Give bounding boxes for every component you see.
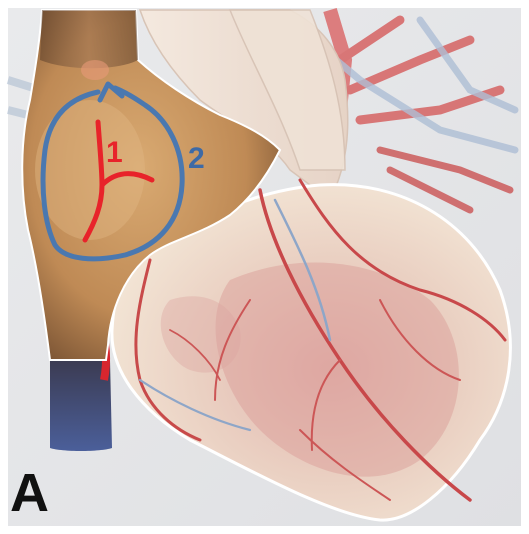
panel-label: A (10, 466, 49, 520)
atrium-highlight (35, 100, 145, 240)
superior-vena-cava-shading (40, 10, 138, 68)
sinus-node-area (81, 60, 109, 80)
